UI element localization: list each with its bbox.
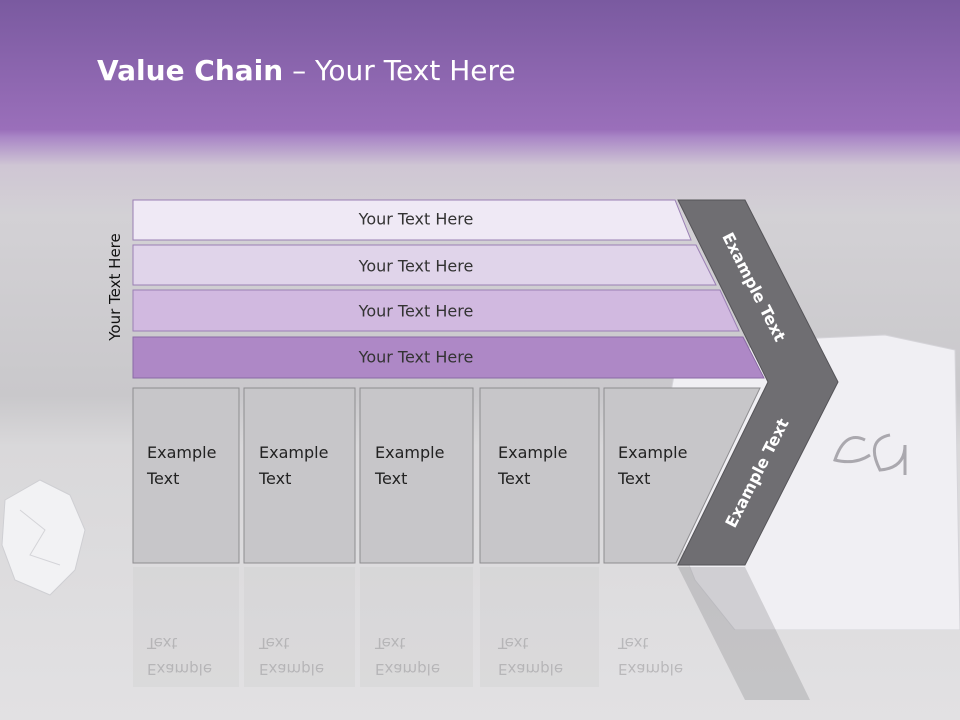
crumpled-paper-left [1, 479, 86, 596]
cell-4-shape[interactable] [479, 387, 600, 564]
row-3-shape[interactable] [132, 289, 740, 332]
cell-reflection [133, 567, 239, 687]
cell-4-line2: Text [498, 469, 531, 488]
cell-5-shape[interactable] [603, 387, 761, 564]
slide-title: Value Chain – Your Text Here [97, 54, 516, 87]
row-1-label: Your Text Here [358, 209, 474, 229]
cell-5-line2: Text [618, 469, 651, 488]
cell-1-shape[interactable] [132, 387, 240, 564]
cell-2-line2: Text [259, 469, 292, 488]
title-rest: – Your Text Here [283, 54, 516, 87]
row-3-label: Your Text Here [358, 301, 474, 321]
cell-2-line1: Example [259, 443, 329, 462]
cell-3-shape[interactable] [359, 387, 474, 564]
cell-5-line1: Example [618, 443, 688, 462]
cell-3-line2: Text [375, 469, 408, 488]
cell-2-shape[interactable] [243, 387, 356, 564]
chevron-reflection [678, 567, 810, 700]
chevron-shape[interactable] [677, 199, 839, 566]
cell-reflection [480, 567, 599, 687]
cell-reflection [360, 567, 473, 687]
cell-reflection [244, 567, 355, 687]
cell-1-line2: Text [147, 469, 180, 488]
row-4-label: Your Text Here [358, 347, 474, 367]
row-2-label: Your Text Here [358, 256, 474, 276]
title-bold: Value Chain [97, 54, 284, 87]
cell-1-line1: Example [147, 443, 217, 462]
row-1-shape[interactable] [132, 199, 692, 241]
cell-4-line1: Example [498, 443, 568, 462]
row-2-shape[interactable] [132, 244, 717, 286]
cell-3-line1: Example [375, 443, 445, 462]
row-4-shape[interactable] [132, 336, 765, 379]
